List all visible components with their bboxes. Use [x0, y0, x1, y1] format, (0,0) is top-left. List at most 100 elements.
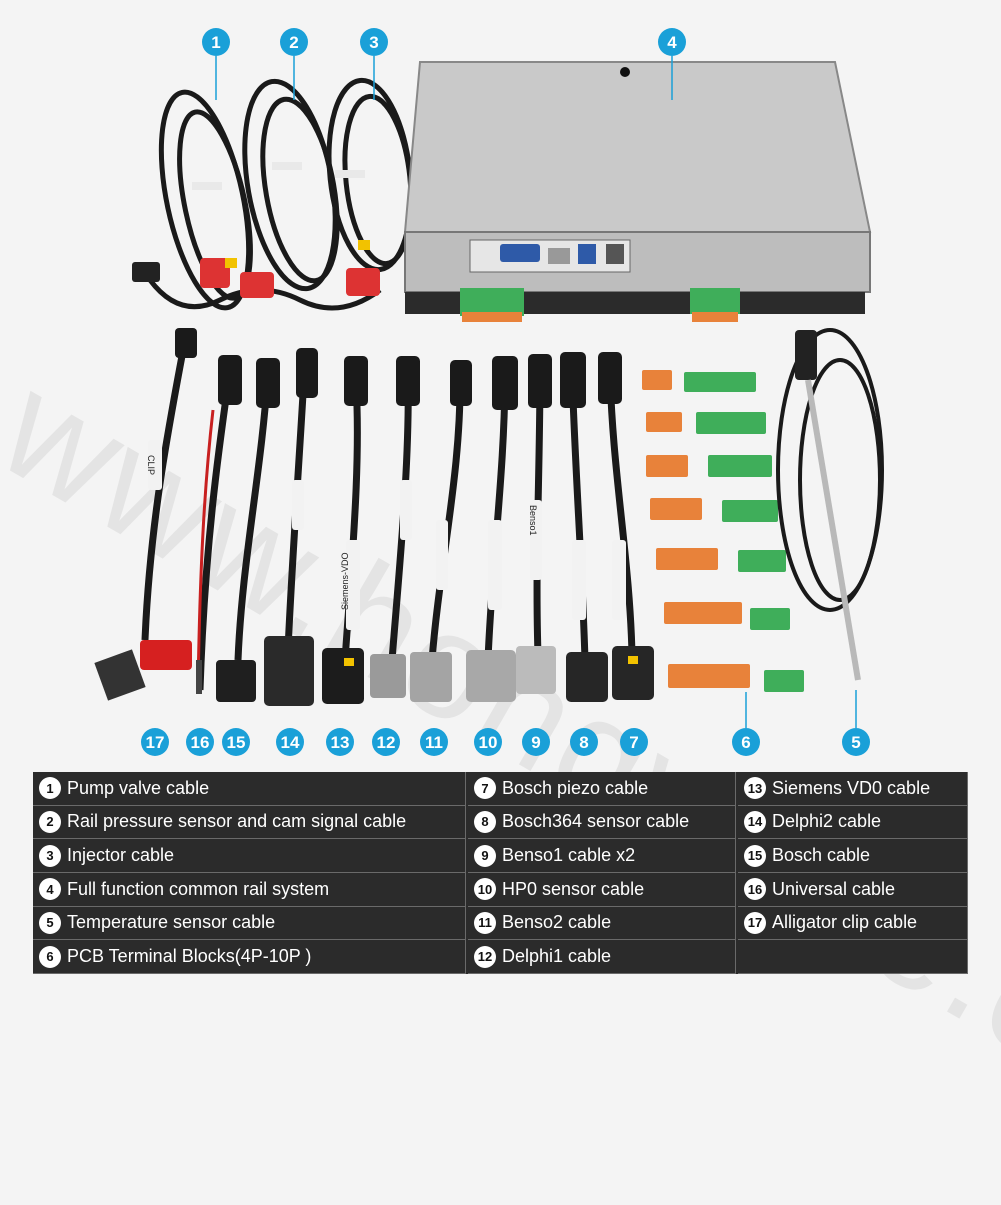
- legend-number: 7: [474, 777, 496, 800]
- legend-number: 2: [39, 810, 61, 833]
- legend-number: 11: [474, 911, 496, 934]
- badge-17: 17: [141, 728, 169, 756]
- benso-label: Benso1: [528, 505, 538, 536]
- legend-number: 14: [744, 810, 766, 833]
- badge-8: 8: [570, 728, 598, 756]
- siemens-label: Siemens-VDO: [340, 552, 350, 610]
- badge-7: 7: [620, 728, 648, 756]
- legend-item-1: 1 Pump valve cable: [33, 772, 466, 806]
- badge-10: 10: [474, 728, 502, 756]
- svg-text:6: 6: [741, 733, 750, 752]
- legend-item-14: 14 Delphi2 cable: [738, 805, 968, 840]
- legend-label: Benso2 cable: [502, 912, 612, 933]
- badge-16: 16: [186, 728, 214, 756]
- badge-15: 15: [222, 728, 250, 756]
- svg-text:1: 1: [211, 33, 220, 52]
- svg-text:15: 15: [227, 733, 246, 752]
- legend-item-8: 8 Bosch364 sensor cable: [468, 805, 736, 840]
- legend-label: Delphi1 cable: [502, 946, 612, 967]
- svg-text:14: 14: [281, 733, 300, 752]
- legend-item-17: 17 Alligator clip cable: [738, 906, 968, 941]
- legend-number: 17: [744, 911, 766, 934]
- legend-number: 4: [39, 878, 61, 901]
- badge-12: 12: [372, 728, 400, 756]
- legend-number: 1: [39, 777, 61, 800]
- legend-item-7: 7 Bosch piezo cable: [468, 772, 736, 806]
- badge-9: 9: [522, 728, 550, 756]
- legend-label: Bosch cable: [772, 845, 871, 866]
- legend-label: Universal cable: [772, 878, 896, 899]
- svg-text:8: 8: [579, 733, 588, 752]
- legend-number: 9: [474, 844, 496, 867]
- red-wire: [196, 409, 215, 691]
- legend-number: 13: [744, 777, 766, 800]
- legend-number: 10: [474, 878, 496, 901]
- legend-item-6: 6 PCB Terminal Blocks(4P-10P ): [33, 940, 466, 974]
- badge-1: 1: [202, 28, 230, 56]
- connector-heads: [94, 636, 654, 706]
- legend-item-12: 12 Delphi1 cable: [468, 940, 736, 974]
- legend-item-13: 13 Siemens VD0 cable: [738, 772, 968, 806]
- badge-14: 14: [276, 728, 304, 756]
- legend-label: Rail pressure sensor and cam signal cabl…: [67, 811, 407, 832]
- legend-item-4: 4 Full function common rail system: [33, 872, 466, 907]
- svg-text:11: 11: [425, 733, 443, 752]
- legend-item-11: 11 Benso2 cable: [468, 906, 736, 941]
- legend-label: Injector cable: [67, 845, 175, 866]
- legend-number: 3: [39, 844, 61, 867]
- svg-text:12: 12: [377, 733, 396, 752]
- legend-item-3: 3 Injector cable: [33, 839, 466, 873]
- badge-5: 5: [842, 728, 870, 756]
- legend-label: Alligator clip cable: [772, 912, 918, 933]
- temperature-sensor: [776, 328, 884, 681]
- legend-label: Bosch piezo cable: [502, 777, 649, 798]
- legend-item-5: 5 Temperature sensor cable: [33, 906, 466, 941]
- legend-label: Temperature sensor cable: [67, 912, 276, 933]
- legend-empty-cell: [738, 940, 968, 974]
- legend-label: HP0 sensor cable: [502, 878, 645, 899]
- legend-item-2: 2 Rail pressure sensor and cam signal cab…: [33, 805, 466, 840]
- legend-label: Benso1 cable x2: [502, 845, 636, 866]
- coiled-connectors: [132, 162, 380, 298]
- legend-item-10: 10 HP0 sensor cable: [468, 872, 736, 907]
- legend-number: 15: [744, 844, 766, 867]
- svg-text:2: 2: [289, 33, 298, 52]
- common-rail-box: [403, 61, 872, 322]
- legend-number: 12: [474, 945, 496, 968]
- legend-item-15: 15 Bosch cable: [738, 839, 968, 873]
- legend-number: 6: [39, 945, 61, 968]
- legend-label: Siemens VD0 cable: [772, 777, 931, 798]
- legend-label: Bosch364 sensor cable: [502, 811, 690, 832]
- legend-number: 16: [744, 878, 766, 901]
- badge-11: 11: [420, 728, 448, 756]
- badge-6: 6: [732, 728, 760, 756]
- badge-2: 2: [280, 28, 308, 56]
- badges: 1 2 3 4 5 6 7 8 9 10 11 12 13 14 15 16 1…: [141, 28, 870, 756]
- legend-table: 1 Pump valve cable 7 Bosch piezo cable 13 Sie…: [33, 772, 968, 974]
- product-photo: CLIP Siemens-VDO Benso1: [94, 28, 884, 756]
- legend-item-16: 16 Universal cable: [738, 872, 968, 907]
- svg-text:5: 5: [851, 733, 860, 752]
- svg-text:16: 16: [191, 733, 210, 752]
- badge-3: 3: [360, 28, 388, 56]
- svg-text:7: 7: [629, 733, 638, 752]
- svg-text:17: 17: [146, 733, 165, 752]
- legend-label: Delphi2 cable: [772, 811, 882, 832]
- svg-text:9: 9: [531, 733, 540, 752]
- svg-text:10: 10: [479, 733, 498, 752]
- legend-item-9: 9 Benso1 cable x2: [468, 839, 736, 873]
- terminal-blocks: [642, 370, 804, 692]
- legend-number: 5: [39, 911, 61, 934]
- svg-text:4: 4: [667, 33, 677, 52]
- legend-number: 8: [474, 810, 496, 833]
- legend-label: Full function common rail system: [67, 878, 330, 899]
- badge-13: 13: [326, 728, 354, 756]
- badge-4: 4: [658, 28, 686, 56]
- cable-sleeves: [148, 440, 626, 630]
- cable-plugs-top: [175, 328, 622, 410]
- svg-text:3: 3: [369, 33, 378, 52]
- legend-label: PCB Terminal Blocks(4P-10P ): [67, 946, 312, 967]
- legend-label: Pump valve cable: [67, 777, 210, 798]
- clip-label: CLIP: [146, 455, 156, 475]
- svg-text:13: 13: [331, 733, 350, 752]
